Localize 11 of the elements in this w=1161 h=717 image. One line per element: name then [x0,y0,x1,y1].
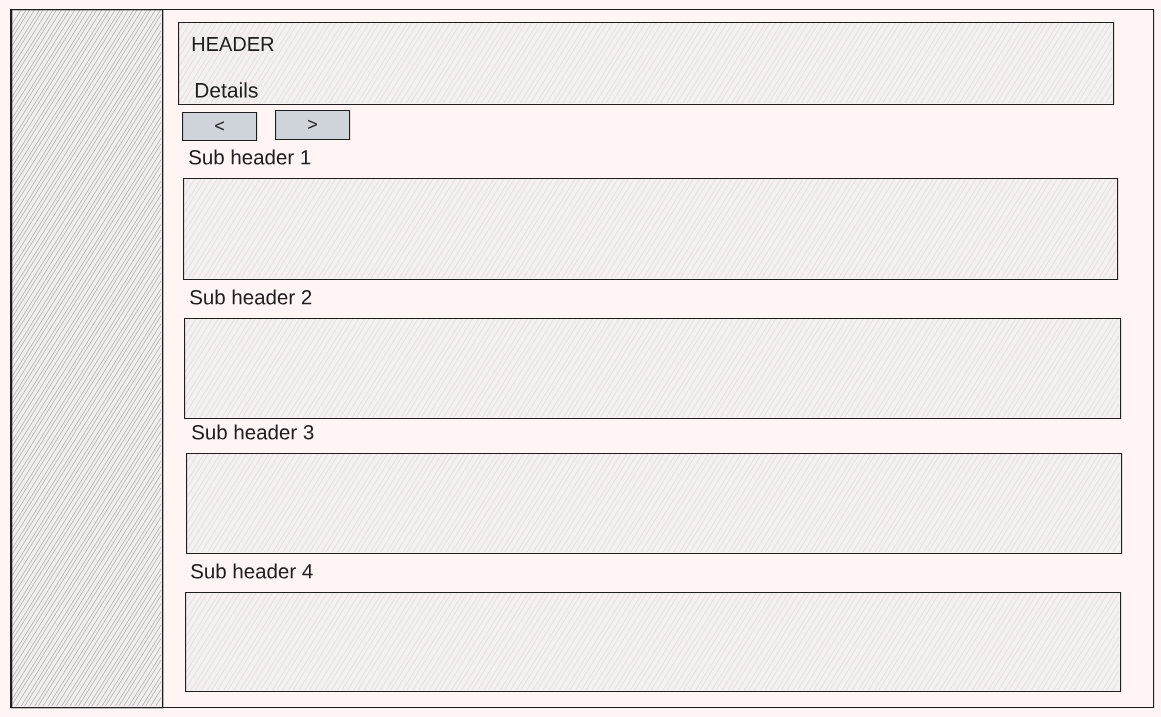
sidebar-panel [11,9,164,709]
next-button: > [275,110,351,141]
section-heading: Sub header 1 [189,149,311,165]
previous-button: < [182,112,258,142]
header-panel [178,22,1115,106]
section-heading: Sub header 2 [190,289,312,305]
page-title: HEADER [192,37,274,51]
section-heading: Sub header 3 [192,424,314,440]
page-frame [10,9,1155,709]
section-heading: Sub header 4 [191,563,313,579]
details-text: Details [195,82,258,98]
